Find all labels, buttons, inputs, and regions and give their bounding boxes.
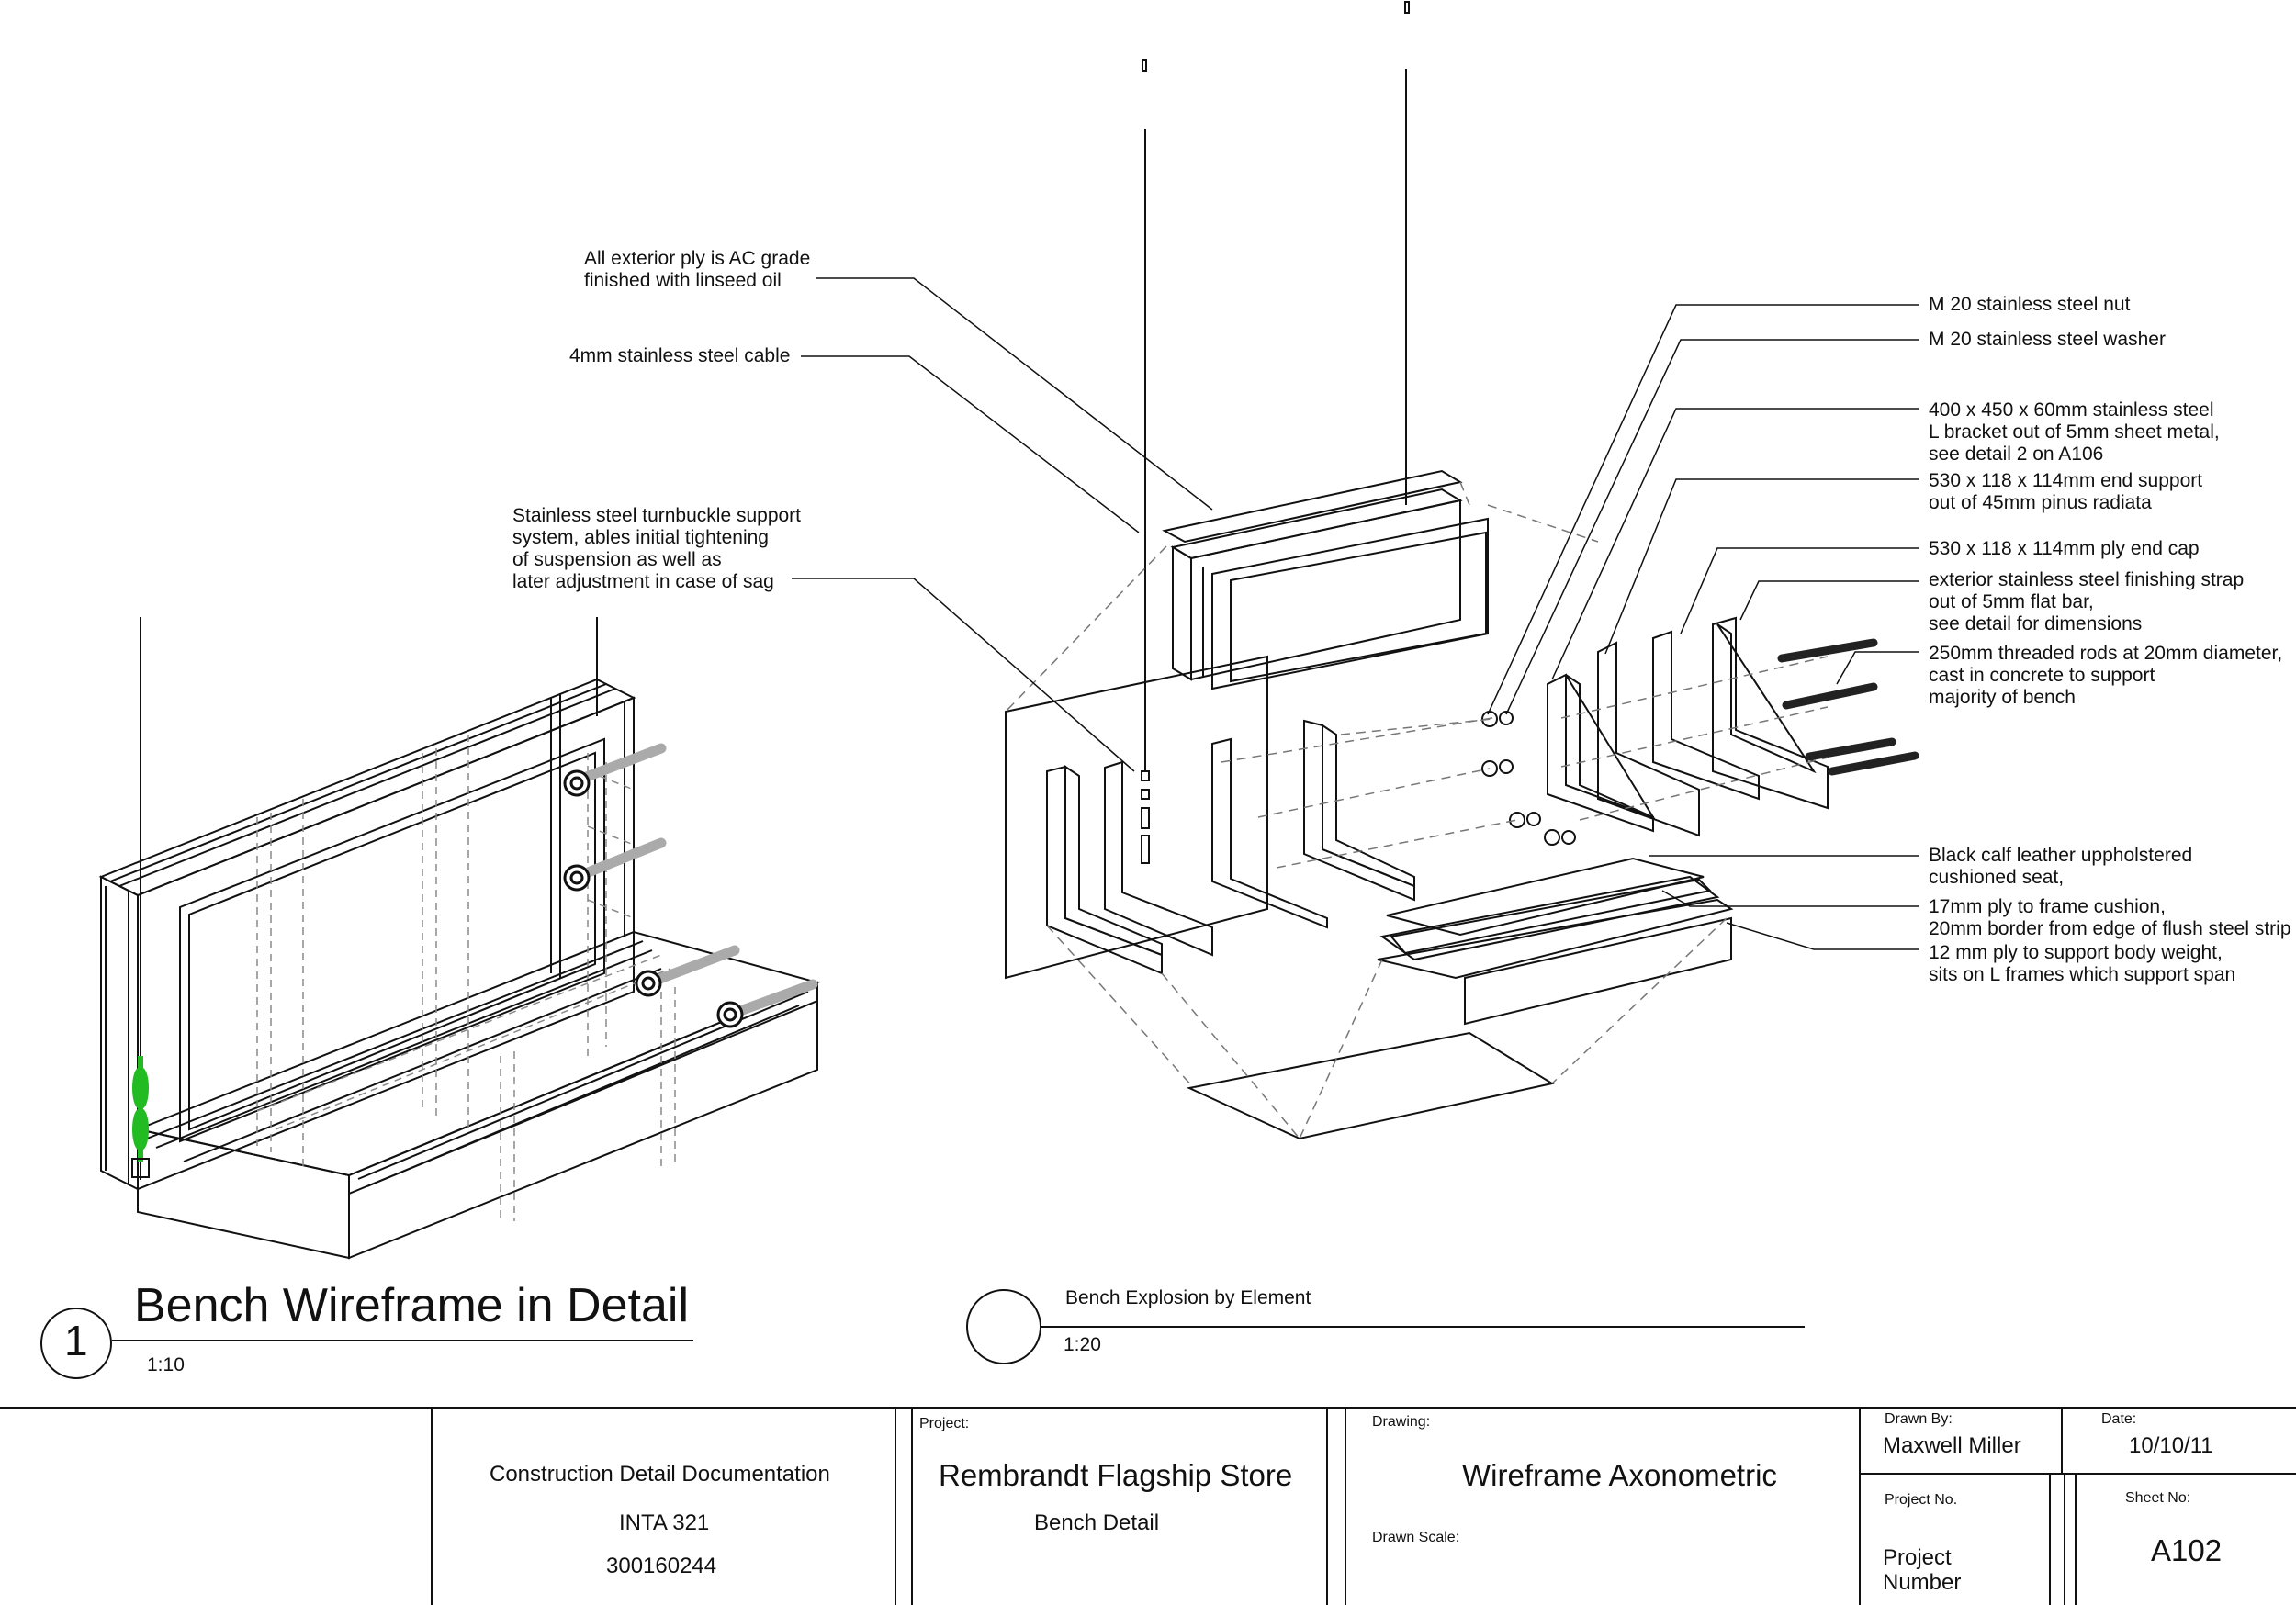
steel-l-brackets [1547,616,1829,837]
note-end-cap: 530 x 118 x 114mm ply end cap [1929,538,2200,559]
note-washer: M 20 stainless steel washer [1929,329,2166,350]
wireframe-rods [571,743,818,1020]
bench-wireframe [98,678,821,1260]
note-cable: 4mm stainless steel cable [569,345,791,366]
detail-1-number: 1 [64,1317,88,1364]
note-leather-seat: Black calf leather uppholstered cushione… [1929,845,2193,888]
note-threaded-rods: 250mm threaded rods at 20mm diameter, ca… [1929,643,2283,708]
student-id: 300160244 [606,1554,717,1578]
detail-1-bubble [40,1308,112,1379]
drawn-by-label: Drawn By: [1885,1411,1953,1427]
detail-2-bubble [966,1289,1041,1364]
project-no-line1: Project [1883,1545,1952,1570]
back-board [1005,655,1268,980]
explosion-guides [1005,481,1829,1139]
date-value: 10/10/11 [2129,1433,2213,1458]
note-turnbuckle: Stainless steel turnbuckle support syste… [512,505,802,592]
sheet-no-label: Sheet No: [2125,1490,2191,1506]
note-end-support: 530 x 118 x 114mm end support out of 45m… [1929,470,2203,513]
project-no-line2: Number [1883,1570,1962,1595]
drawn-by: Maxwell Miller [1883,1433,2021,1458]
date-label: Date: [2101,1411,2137,1427]
back-panel-box [1170,488,1489,690]
detail-1-scale: 1:10 [147,1354,185,1375]
detail-2-scale: 1:20 [1064,1334,1101,1355]
sheet-no: A102 [2151,1533,2223,1567]
project-sub: Bench Detail [1034,1510,1160,1535]
bench-hidden-lines [256,735,676,1221]
title-block-grid [0,1407,2296,1605]
floor-slab [1186,1031,1555,1140]
course-name: Construction Detail Documentation [490,1462,830,1487]
note-finishing-strap: exterior stainless steel finishing strap… [1929,569,2245,634]
project-no-label: Project No. [1885,1492,1958,1508]
cable-tip-2 [1404,1,1410,14]
note-12mm-ply: 12 mm ply to support body weight, sits o… [1929,942,2236,985]
end-l-frames [1046,719,1415,975]
turnbuckle-highlight [132,1056,149,1162]
detail-2-title: Bench Explosion by Element [1065,1287,1311,1308]
note-exterior-ply: All exterior ply is AC grade finished wi… [584,248,811,291]
leader-lines [792,277,1919,950]
note-nut: M 20 stainless steel nut [1929,294,2131,315]
exploded-turnbuckle [1141,770,1150,864]
drawing-name: Wireframe Axonometric [1462,1458,1777,1492]
threaded-rods [1777,638,1919,776]
project-name: Rembrandt Flagship Store [939,1458,1293,1492]
note-l-bracket: 400 x 450 x 60mm stainless steel L brack… [1929,399,2220,465]
drawing-label: Drawing: [1372,1414,1431,1430]
cable-tip-1 [1142,59,1147,72]
wireframe-bolt-heads [563,769,744,1028]
seat-layers [1377,857,1734,1026]
nuts-washers [1481,711,1576,846]
note-17mm-ply: 17mm ply to frame cushion, 20mm border f… [1929,896,2291,939]
project-label: Project: [919,1416,970,1431]
course-code: INTA 321 [619,1510,710,1535]
drawn-scale-label: Drawn Scale: [1372,1530,1460,1545]
detail-1-title: Bench Wireframe in Detail [134,1279,689,1332]
turnbuckle-base [131,1158,150,1178]
